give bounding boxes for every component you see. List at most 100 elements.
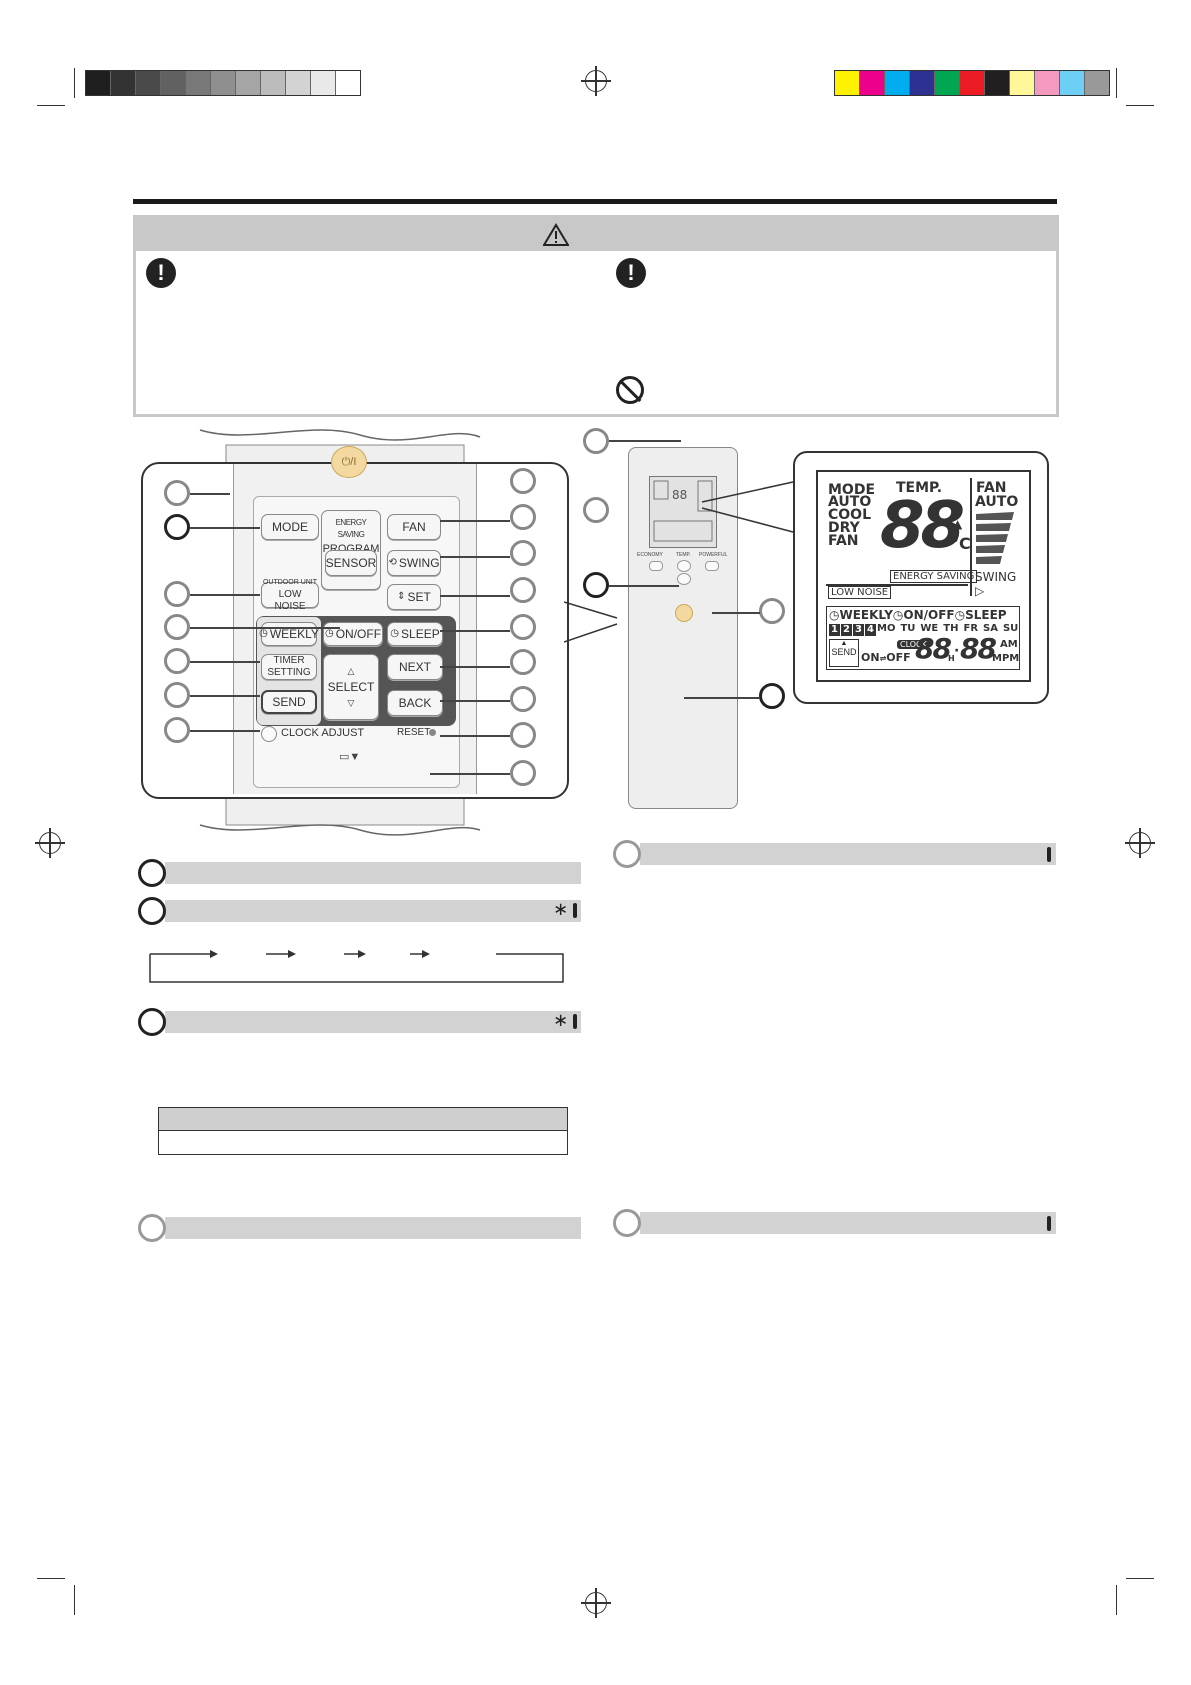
color-swatch bbox=[960, 71, 985, 95]
leader-line bbox=[430, 773, 510, 775]
set-button[interactable]: ⇕SET bbox=[387, 584, 441, 610]
clock-icon: ◷ bbox=[324, 628, 334, 639]
lcd-program-number: 2 bbox=[841, 624, 852, 636]
color-swatch bbox=[835, 71, 860, 95]
temp-down-button[interactable] bbox=[677, 573, 691, 585]
reset-label: RESET bbox=[397, 727, 431, 738]
select-label: SELECT bbox=[327, 680, 375, 694]
leader-line bbox=[190, 730, 260, 732]
timer-on-off-button[interactable]: ◷ON/OFF bbox=[323, 622, 383, 646]
leader-line bbox=[440, 520, 510, 522]
triangle-down-icon: ▽ bbox=[347, 698, 355, 708]
registration-mark bbox=[581, 66, 611, 96]
reset-button[interactable] bbox=[429, 729, 436, 736]
warning-header bbox=[136, 218, 1056, 251]
sleep-button[interactable]: ◷SLEEP bbox=[387, 622, 443, 646]
leader-line bbox=[440, 700, 510, 702]
leader-line bbox=[609, 585, 679, 587]
zoom-wedge bbox=[564, 601, 618, 643]
send-button[interactable]: SEND bbox=[261, 690, 317, 714]
leader-line bbox=[440, 735, 510, 737]
color-swatch bbox=[1060, 71, 1085, 95]
callout-marker bbox=[510, 686, 536, 712]
section-end-mark bbox=[573, 1014, 577, 1029]
leader-line bbox=[440, 630, 510, 632]
warning-box: ! ! bbox=[133, 215, 1059, 417]
lcd-on-off-row: ON⇌OFF bbox=[861, 651, 911, 664]
info-table-header bbox=[159, 1108, 567, 1131]
temp-up-button[interactable] bbox=[677, 560, 691, 572]
clock-icon: ◷ bbox=[259, 628, 268, 639]
timer-setting-button[interactable]: TIMER SETTING bbox=[261, 654, 317, 680]
economy-button[interactable] bbox=[649, 561, 663, 571]
mini-lcd-segments-icon: 88 bbox=[653, 480, 713, 542]
prohibition-icon bbox=[616, 376, 644, 404]
callout-marker bbox=[583, 572, 609, 598]
battery-icon: ▭▼ bbox=[339, 751, 361, 763]
lcd-hour-unit: H bbox=[948, 654, 955, 663]
swing-label: SWING bbox=[398, 556, 440, 570]
callout-marker bbox=[164, 614, 190, 640]
leader-line bbox=[609, 440, 681, 442]
lcd-m-pm-row: MPM bbox=[992, 653, 1019, 664]
set-arrows-icon: ⇕ bbox=[397, 591, 406, 602]
powerful-button[interactable] bbox=[705, 561, 719, 571]
sleep-label: SLEEP bbox=[401, 627, 440, 641]
clock-adjust-button[interactable] bbox=[261, 726, 277, 742]
leader-line bbox=[440, 556, 510, 558]
section-end-mark bbox=[1047, 1216, 1051, 1231]
clock-icon: ◷ bbox=[390, 628, 400, 639]
color-swatch bbox=[860, 71, 885, 95]
fan-button[interactable]: FAN bbox=[387, 514, 441, 540]
lcd-swing: SWING bbox=[975, 570, 1017, 584]
power-button-mini[interactable] bbox=[675, 604, 693, 622]
process-color-calibration-bar bbox=[834, 70, 1110, 96]
callout-marker bbox=[164, 581, 190, 607]
outdoor-low-noise-button[interactable]: OUTDOOR UNIT LOW NOISE bbox=[261, 579, 319, 612]
lcd-divider bbox=[970, 478, 972, 596]
lcd-fan-title: FAN bbox=[976, 480, 1007, 496]
grayscale-calibration-bar bbox=[85, 70, 361, 96]
callout-marker bbox=[510, 722, 536, 748]
registration-mark bbox=[35, 828, 65, 858]
clock-adjust-label: CLOCK ADJUST bbox=[281, 727, 365, 739]
lcd-divider bbox=[826, 584, 968, 586]
lcd-minute-digits: 88 bbox=[960, 632, 997, 665]
timer-label: TIMER bbox=[273, 655, 305, 666]
section-bar bbox=[165, 862, 581, 884]
callout-marker bbox=[164, 514, 190, 540]
svg-text:88: 88 bbox=[672, 488, 687, 502]
callout-marker bbox=[759, 598, 785, 624]
color-swatch bbox=[336, 71, 360, 95]
leader-line bbox=[440, 666, 510, 668]
section-number-marker bbox=[613, 1209, 641, 1237]
callout-marker bbox=[510, 504, 536, 530]
registration-mark bbox=[1125, 828, 1155, 858]
section-bar bbox=[640, 1212, 1056, 1234]
lcd-mode-item: DRY bbox=[828, 520, 860, 536]
lcd-mode-item: FAN bbox=[828, 533, 859, 549]
lcd-weekly: WEEKLY bbox=[839, 608, 893, 622]
sensor-button[interactable]: SENSOR bbox=[325, 550, 377, 576]
swing-button[interactable]: ⟲SWING bbox=[387, 550, 441, 576]
lcd-off: OFF bbox=[886, 651, 911, 664]
next-button[interactable]: NEXT bbox=[387, 654, 443, 680]
weekly-button[interactable]: ◷WEEKLY bbox=[259, 622, 319, 646]
color-swatch bbox=[935, 71, 960, 95]
power-button[interactable]: ⏻/I bbox=[331, 446, 367, 478]
color-swatch bbox=[910, 71, 935, 95]
lcd-fan-bars-icon bbox=[976, 512, 1014, 564]
mode-button[interactable]: MODE bbox=[261, 514, 319, 540]
color-swatch bbox=[885, 71, 910, 95]
color-swatch bbox=[1035, 71, 1060, 95]
info-table bbox=[158, 1107, 568, 1155]
select-button[interactable]: △ SELECT ▽ bbox=[323, 654, 379, 720]
crop-mark bbox=[74, 1585, 75, 1615]
weekly-label: WEEKLY bbox=[269, 627, 319, 641]
callout-marker bbox=[164, 682, 190, 708]
lcd-low-noise: LOW NOISE bbox=[828, 586, 892, 599]
back-button[interactable]: BACK bbox=[387, 690, 443, 716]
header-rule bbox=[133, 199, 1057, 204]
lcd-m: M bbox=[992, 653, 1002, 664]
